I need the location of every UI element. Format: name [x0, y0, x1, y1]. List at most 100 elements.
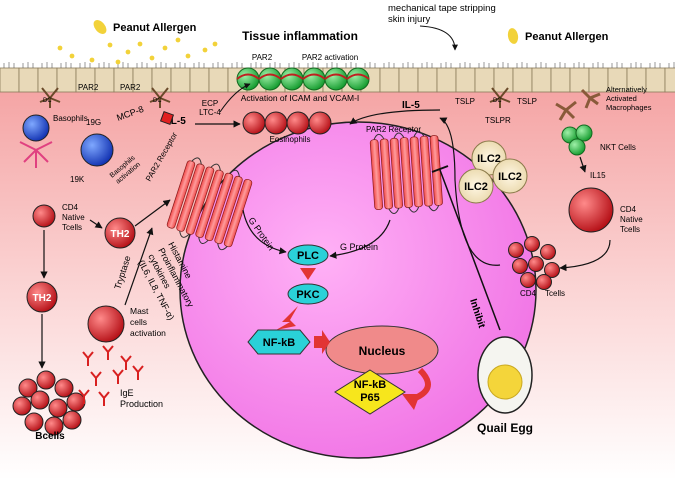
nfkb-label: NF-kB [263, 337, 295, 349]
ige-antibodies [78, 345, 144, 406]
dendritic-cell-left [39, 87, 61, 108]
tslp-label-2: TSLP [517, 97, 537, 106]
ige-antibody [78, 389, 90, 404]
cd4-tcells-label-2: Tcells [545, 289, 565, 298]
th2-cell-lower [26, 281, 58, 313]
allergen-particle [107, 42, 113, 48]
mast-label-3: activation [130, 328, 166, 338]
cd4-tcells-cluster [508, 236, 560, 290]
ecp-label: ECP [202, 99, 218, 108]
cd4-native-right-label-1: CD4 [620, 205, 637, 214]
basophils-label: Basophils [53, 114, 88, 123]
pkc-nfkb-arrow [276, 306, 298, 330]
epithelial-cell [398, 67, 419, 93]
peanut-allergen-left-label: Peanut Allergen [113, 22, 197, 34]
allergen-particle [125, 49, 131, 55]
mechanical-arrow [419, 25, 458, 51]
par2-left-label-1: PAR2 [78, 83, 99, 92]
pkc-label: PKC [296, 289, 319, 301]
peanut-icon-left [93, 20, 107, 34]
eosinophil-cell [308, 111, 332, 135]
il5-left-label: IL-5 [168, 116, 186, 127]
plc-pkc-arrow [300, 268, 316, 280]
epithelial-cell [436, 67, 457, 93]
allergen-particle [69, 53, 75, 59]
eosinophil-cell [264, 111, 288, 135]
nkt-cell-2 [575, 124, 593, 142]
cd4-tcell [520, 272, 536, 288]
receptor-helix [419, 135, 433, 207]
allergen-particle [162, 45, 168, 51]
bcells-label: Bcells [35, 431, 65, 442]
bcell [62, 410, 82, 430]
19g-label: 19G [86, 118, 101, 127]
basophil-cell [22, 114, 50, 142]
cd4-native-right-label-2: Native [620, 215, 643, 224]
nkt-cells-label: NKT Cells [600, 143, 636, 152]
bcell [66, 392, 86, 412]
ige-antibody [120, 355, 132, 370]
epithelial-cell [455, 67, 476, 93]
ige-antibody [98, 391, 110, 406]
nkt-cell-3 [568, 138, 586, 156]
pkc-node [287, 283, 329, 305]
par2-receptor-right-label: PAR2 Receptor [366, 125, 421, 134]
ilc2-label-b: ILC2 [464, 181, 488, 193]
ige-antibody [102, 345, 114, 360]
nfkb-p65-label-1: NF-kB [354, 379, 386, 391]
par2-activated-cell [258, 67, 282, 91]
dendritic-cell-right [489, 87, 511, 108]
alt-mac-label-2: Activated [606, 94, 637, 103]
epithelial-cell [37, 67, 58, 93]
epithelial-cell [0, 67, 20, 93]
allergen-particle [137, 41, 143, 47]
th2-left-label: TH2 [111, 229, 130, 240]
eosinophils-label: Eosinophils [270, 135, 311, 144]
par2-ligand [159, 110, 175, 126]
cd4-tcell [528, 256, 544, 272]
mechanical-label-2: skin injury [388, 14, 430, 25]
par2-activated-cell [346, 67, 370, 91]
allergen-particle [115, 59, 121, 65]
allergen-particle [149, 55, 155, 61]
icam-label: Activation of ICAM and VCAM-I [241, 93, 360, 103]
ecp-arrow [219, 83, 251, 113]
alt-mac-label-1: Alternatively [606, 85, 647, 94]
il5-right-label: IL-5 [402, 100, 420, 111]
nucleus-shape [325, 325, 439, 375]
epithelial-cell [379, 67, 400, 93]
epithelial-cell [170, 67, 191, 93]
dc-mid-label: DC [153, 98, 162, 104]
target-cell [179, 121, 537, 459]
bcell [54, 378, 74, 398]
bcell [36, 370, 56, 390]
epithelial-cell [208, 67, 229, 93]
cd4-native-left-label-1: CD4 [62, 203, 79, 212]
ige-label-1: IgE [120, 388, 134, 398]
macrophage-cells [555, 88, 601, 121]
allergen-particle [57, 45, 63, 51]
epithelial-cell [531, 67, 552, 93]
ige-antibody [82, 351, 94, 366]
g-protein-right-label: G Protein [340, 242, 378, 252]
epithelial-cell [189, 67, 210, 93]
epithelial-cell [645, 67, 666, 93]
cd4-native-right-label-3: Tcells [620, 225, 640, 234]
par2-activated-cell [302, 67, 326, 91]
egg-yolk-icon [487, 364, 523, 400]
bcell [24, 412, 44, 432]
alt-mac-label-3: Macrophages [606, 103, 652, 112]
cd4-native-tcell-left [32, 204, 56, 228]
receptor-helix [379, 138, 393, 210]
bcell [48, 398, 68, 418]
g-protein-right-arrow [329, 219, 391, 259]
ilc2-label-a: ILC2 [477, 153, 501, 165]
ilc2-cell-c [492, 158, 528, 194]
par2-receptor-left [166, 157, 253, 251]
bcell [18, 378, 38, 398]
epithelial-cell [493, 67, 514, 93]
ilc2-label-c: ILC2 [498, 171, 522, 183]
tissue-inflammation-title: Tissue inflammation [242, 29, 358, 43]
nfkb-p65-node [334, 369, 406, 415]
